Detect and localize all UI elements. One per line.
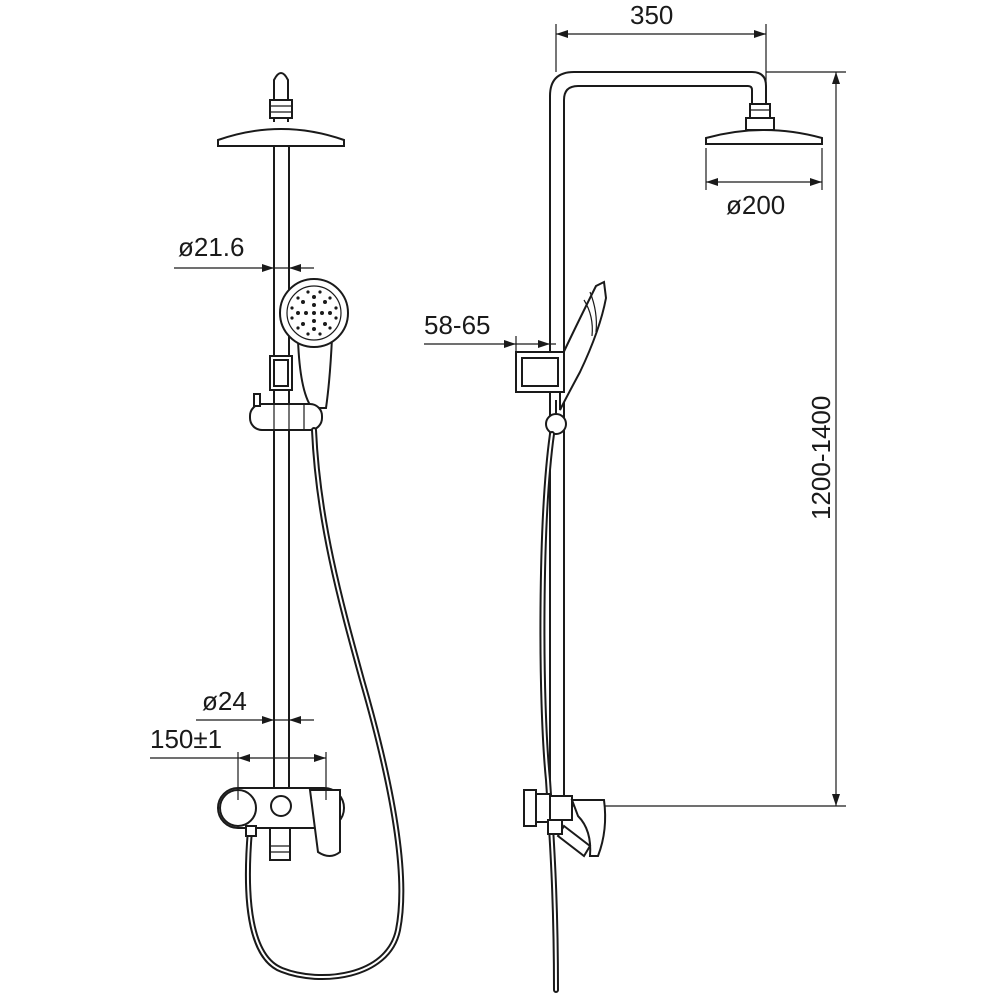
hose-icon: [244, 427, 405, 981]
dim-holder-offset: [424, 336, 556, 352]
label-head-diameter: ø200: [726, 190, 785, 220]
hand-shower-icon: [279, 278, 349, 409]
side-shower-head: [705, 129, 823, 145]
side-hose: [539, 431, 559, 993]
side-riser-inner: [563, 85, 753, 800]
side-holder: [515, 351, 565, 393]
spray-nozzles: [290, 290, 338, 336]
mixer-valve-icon: [217, 787, 345, 861]
front-head-nut: [269, 99, 293, 119]
dim-rail-diameter: [174, 264, 314, 272]
label-rail-diameter: ø21.6: [178, 232, 245, 262]
side-view: 350 ø200 1200-1400: [424, 0, 846, 993]
front-hose-bracket: [249, 403, 323, 431]
shower-head-icon: [217, 128, 345, 147]
dim-head-diameter: [705, 148, 823, 190]
dim-height-range: [564, 71, 846, 807]
label-holder-offset: 58-65: [424, 310, 491, 340]
side-riser-outer: [549, 71, 767, 800]
side-head-nut: [749, 103, 771, 119]
side-mixer: [523, 789, 607, 858]
side-hand-shower: [559, 280, 608, 411]
label-pipe-diameter: ø24: [202, 686, 247, 716]
label-arm-reach: 350: [630, 0, 673, 30]
label-height-range: 1200-1400: [806, 396, 836, 520]
front-view: ø21.6 ø24 150±1: [150, 72, 405, 981]
front-bracket-pin: [253, 393, 261, 407]
dim-inlet-spacing: [150, 752, 327, 800]
side-ball-joint: [545, 413, 567, 435]
dim-pipe-diameter: [196, 716, 314, 724]
dim-arm-reach: [555, 24, 767, 104]
label-inlet-spacing: 150±1: [150, 724, 222, 754]
front-riser-top: [273, 72, 289, 122]
